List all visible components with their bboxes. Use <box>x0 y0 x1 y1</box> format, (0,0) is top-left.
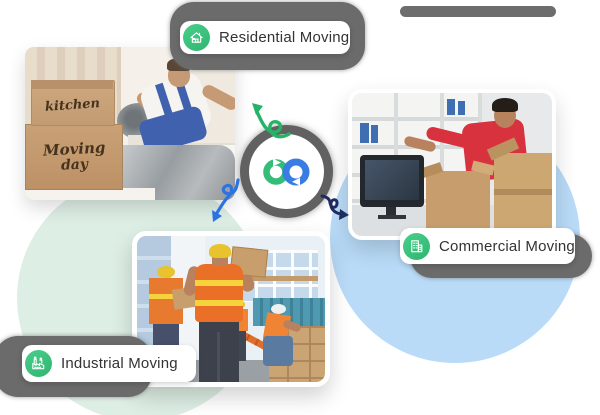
blue-binder <box>458 101 465 115</box>
commercial-moving-badge[interactable]: Commercial Moving <box>400 228 592 278</box>
box-label-day: day <box>60 155 88 174</box>
badge-label: Industrial Moving <box>61 355 178 372</box>
office-building-icon <box>403 232 430 260</box>
badge-pill: Industrial Moving <box>22 345 196 382</box>
shelf-post <box>440 93 444 205</box>
logo-gray-ring <box>240 125 333 218</box>
monitor-screen <box>365 160 419 200</box>
badge-label: Residential Moving <box>219 29 350 46</box>
decorative-gray-bar <box>400 6 556 17</box>
house-icon <box>183 24 210 51</box>
box-flap <box>31 80 113 89</box>
blue-binder <box>360 123 369 143</box>
badge-label: Commercial Moving <box>439 237 575 255</box>
factory-icon <box>25 350 52 377</box>
badge-pill: Residential Moving <box>180 21 350 54</box>
industrial-moving-badge[interactable]: Industrial Moving <box>0 336 196 397</box>
worker-yellow-hardhat <box>209 244 231 258</box>
residential-moving-photo: Moving day kitchen <box>25 47 235 200</box>
floor <box>25 188 155 200</box>
logo-white-disc <box>249 134 324 209</box>
cardboard-box-moving-day: Moving day <box>25 124 123 190</box>
box-fold-line <box>494 189 552 195</box>
shelf-post <box>394 93 398 205</box>
vest-stripe <box>195 280 243 286</box>
worker-hair <box>492 98 518 112</box>
worker-legs-seam <box>217 332 220 382</box>
residential-moving-badge[interactable]: Residential Moving <box>170 2 365 70</box>
blue-binder <box>371 125 378 143</box>
vest-stripe <box>195 300 243 306</box>
blue-binder <box>447 99 455 115</box>
pallet-row <box>237 276 318 281</box>
worker-hivis-vest <box>195 264 243 322</box>
open-cardboard-box <box>426 171 490 236</box>
vest-stripe <box>149 294 183 299</box>
badge-pill: Commercial Moving <box>400 228 575 264</box>
shelf <box>352 117 482 121</box>
infinity-loop-logo <box>262 158 309 186</box>
monitor-stand <box>386 207 396 216</box>
worker-yellow-hardhat <box>157 266 175 278</box>
worker-jeans <box>263 336 293 366</box>
worker-white-hardhat <box>271 304 286 314</box>
box-label-kitchen: kitchen <box>44 96 101 116</box>
commercial-moving-photo <box>348 89 556 240</box>
monitor-base <box>378 215 406 219</box>
worker-head <box>212 255 228 266</box>
